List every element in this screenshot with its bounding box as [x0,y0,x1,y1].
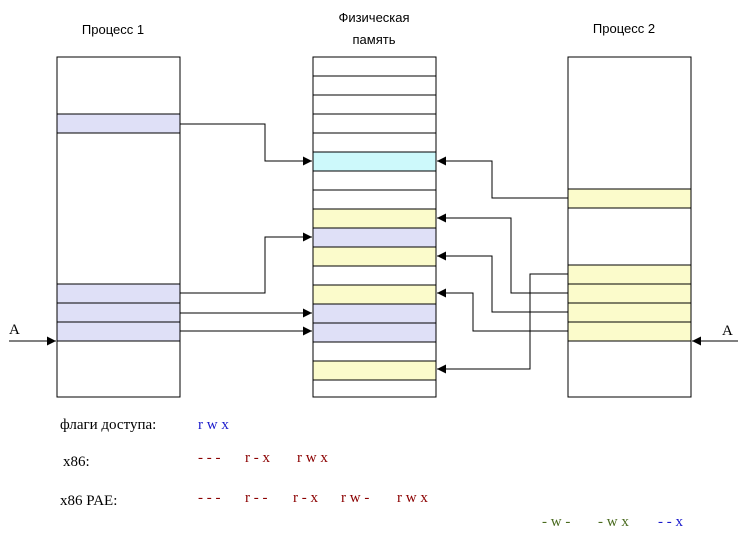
physical-memory-title-line1: Физическая [338,10,409,25]
address-a-left-label: A [9,322,20,338]
x86-label: x86: [63,454,90,470]
physical-frame-process2 [312,246,437,267]
access-flags-value: r w x [198,417,229,433]
extra-flag-w: - w - [542,514,570,530]
process2-frame [567,56,692,398]
physical-frame-process2 [312,360,437,381]
pae-flag-rwx: r w x [397,490,428,506]
mapping-arrow [437,288,568,332]
process1-page [56,283,181,304]
mapping-arrow [437,213,568,294]
physical-frame-process1 [312,227,437,248]
extra-flag-x: - - x [658,514,683,530]
process1-memory [56,56,181,398]
process2-page [567,283,692,304]
process1-frame [56,56,181,398]
mapping-arrow [180,123,312,166]
process2-memory [567,56,692,398]
process1-page [56,302,181,323]
physical-frame-shared [312,151,437,172]
process2-page [567,188,692,209]
process2-title: Процесс 2 [593,21,655,36]
x86-flag-none: - - - [198,450,221,466]
pae-flag-none: - - - [198,490,221,506]
mapping-arrow [437,273,568,374]
process1-page [56,321,181,342]
pae-flag-r: r - - [245,490,268,506]
physical-frame-process1 [312,303,437,324]
pae-flag-rw: r w - [341,490,369,506]
x86-flag-rx: r - x [245,450,270,466]
process2-mapping-arrows [437,156,568,374]
process2-page [567,264,692,285]
process1-page [56,113,181,134]
physical-frame-process2 [312,284,437,305]
x86-pae-label: x86 PAE: [60,493,117,509]
address-a-right-label: A [722,323,733,339]
process2-page [567,302,692,323]
x86-flag-rwx: r w x [297,450,328,466]
process2-page [567,321,692,342]
mapping-arrow [437,251,568,313]
pae-flag-rx: r - x [293,490,318,506]
physical-memory-title-line2: память [353,32,396,47]
physical-memory [312,56,437,398]
mapping-arrow [437,156,568,199]
physical-frame-process2 [312,208,437,229]
process1-title: Процесс 1 [82,22,144,37]
access-flags-label: флаги доступа: [60,417,156,433]
extra-flag-wx: - w x [598,514,629,530]
physical-frame-process1 [312,322,437,343]
mapping-arrow [180,232,312,294]
process1-mapping-arrows [180,123,312,336]
